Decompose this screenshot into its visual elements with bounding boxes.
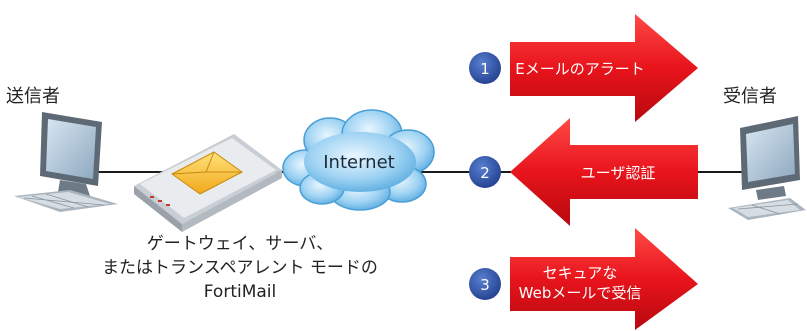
step-3-number: 3: [480, 276, 490, 294]
step-1-number: 1: [480, 60, 490, 78]
step-2-arrow: ユーザ認証: [510, 118, 698, 226]
step-1-label: Eメールのアラート: [515, 60, 644, 78]
fortimail-caption-line2: またはトランスペアレント モードの: [102, 258, 378, 278]
sender-label: 送信者: [6, 86, 60, 107]
step-2-label: ユーザ認証: [581, 164, 656, 182]
step-3-label-line2: Webメールで受信: [519, 284, 642, 302]
fortimail-caption-line1: ゲートウェイ、サーバ、: [146, 234, 334, 254]
step-1-arrow: Eメールのアラート: [510, 14, 698, 122]
step-3-badge: 3: [469, 268, 501, 300]
recipient-label: 受信者: [723, 86, 777, 107]
step-3-arrow: セキュアな Webメールで受信: [510, 228, 698, 330]
recipient-computer-icon: [728, 116, 806, 220]
sender-computer-icon: [14, 112, 118, 212]
envelope-icon: [171, 151, 243, 195]
step-1-badge: 1: [469, 52, 501, 84]
step-2-number: 2: [480, 164, 490, 182]
fortimail-caption-line3: FortiMail: [203, 282, 277, 302]
fortimail-caption: ゲートウェイ、サーバ、 またはトランスペアレント モードの FortiMail: [40, 232, 440, 304]
step-3-label-line1: セキュアな: [543, 264, 618, 282]
fortimail-appliance-icon: [134, 134, 282, 232]
internet-cloud-icon: [282, 109, 435, 211]
internet-label: Internet: [323, 152, 394, 173]
step-2-badge: 2: [469, 156, 501, 188]
